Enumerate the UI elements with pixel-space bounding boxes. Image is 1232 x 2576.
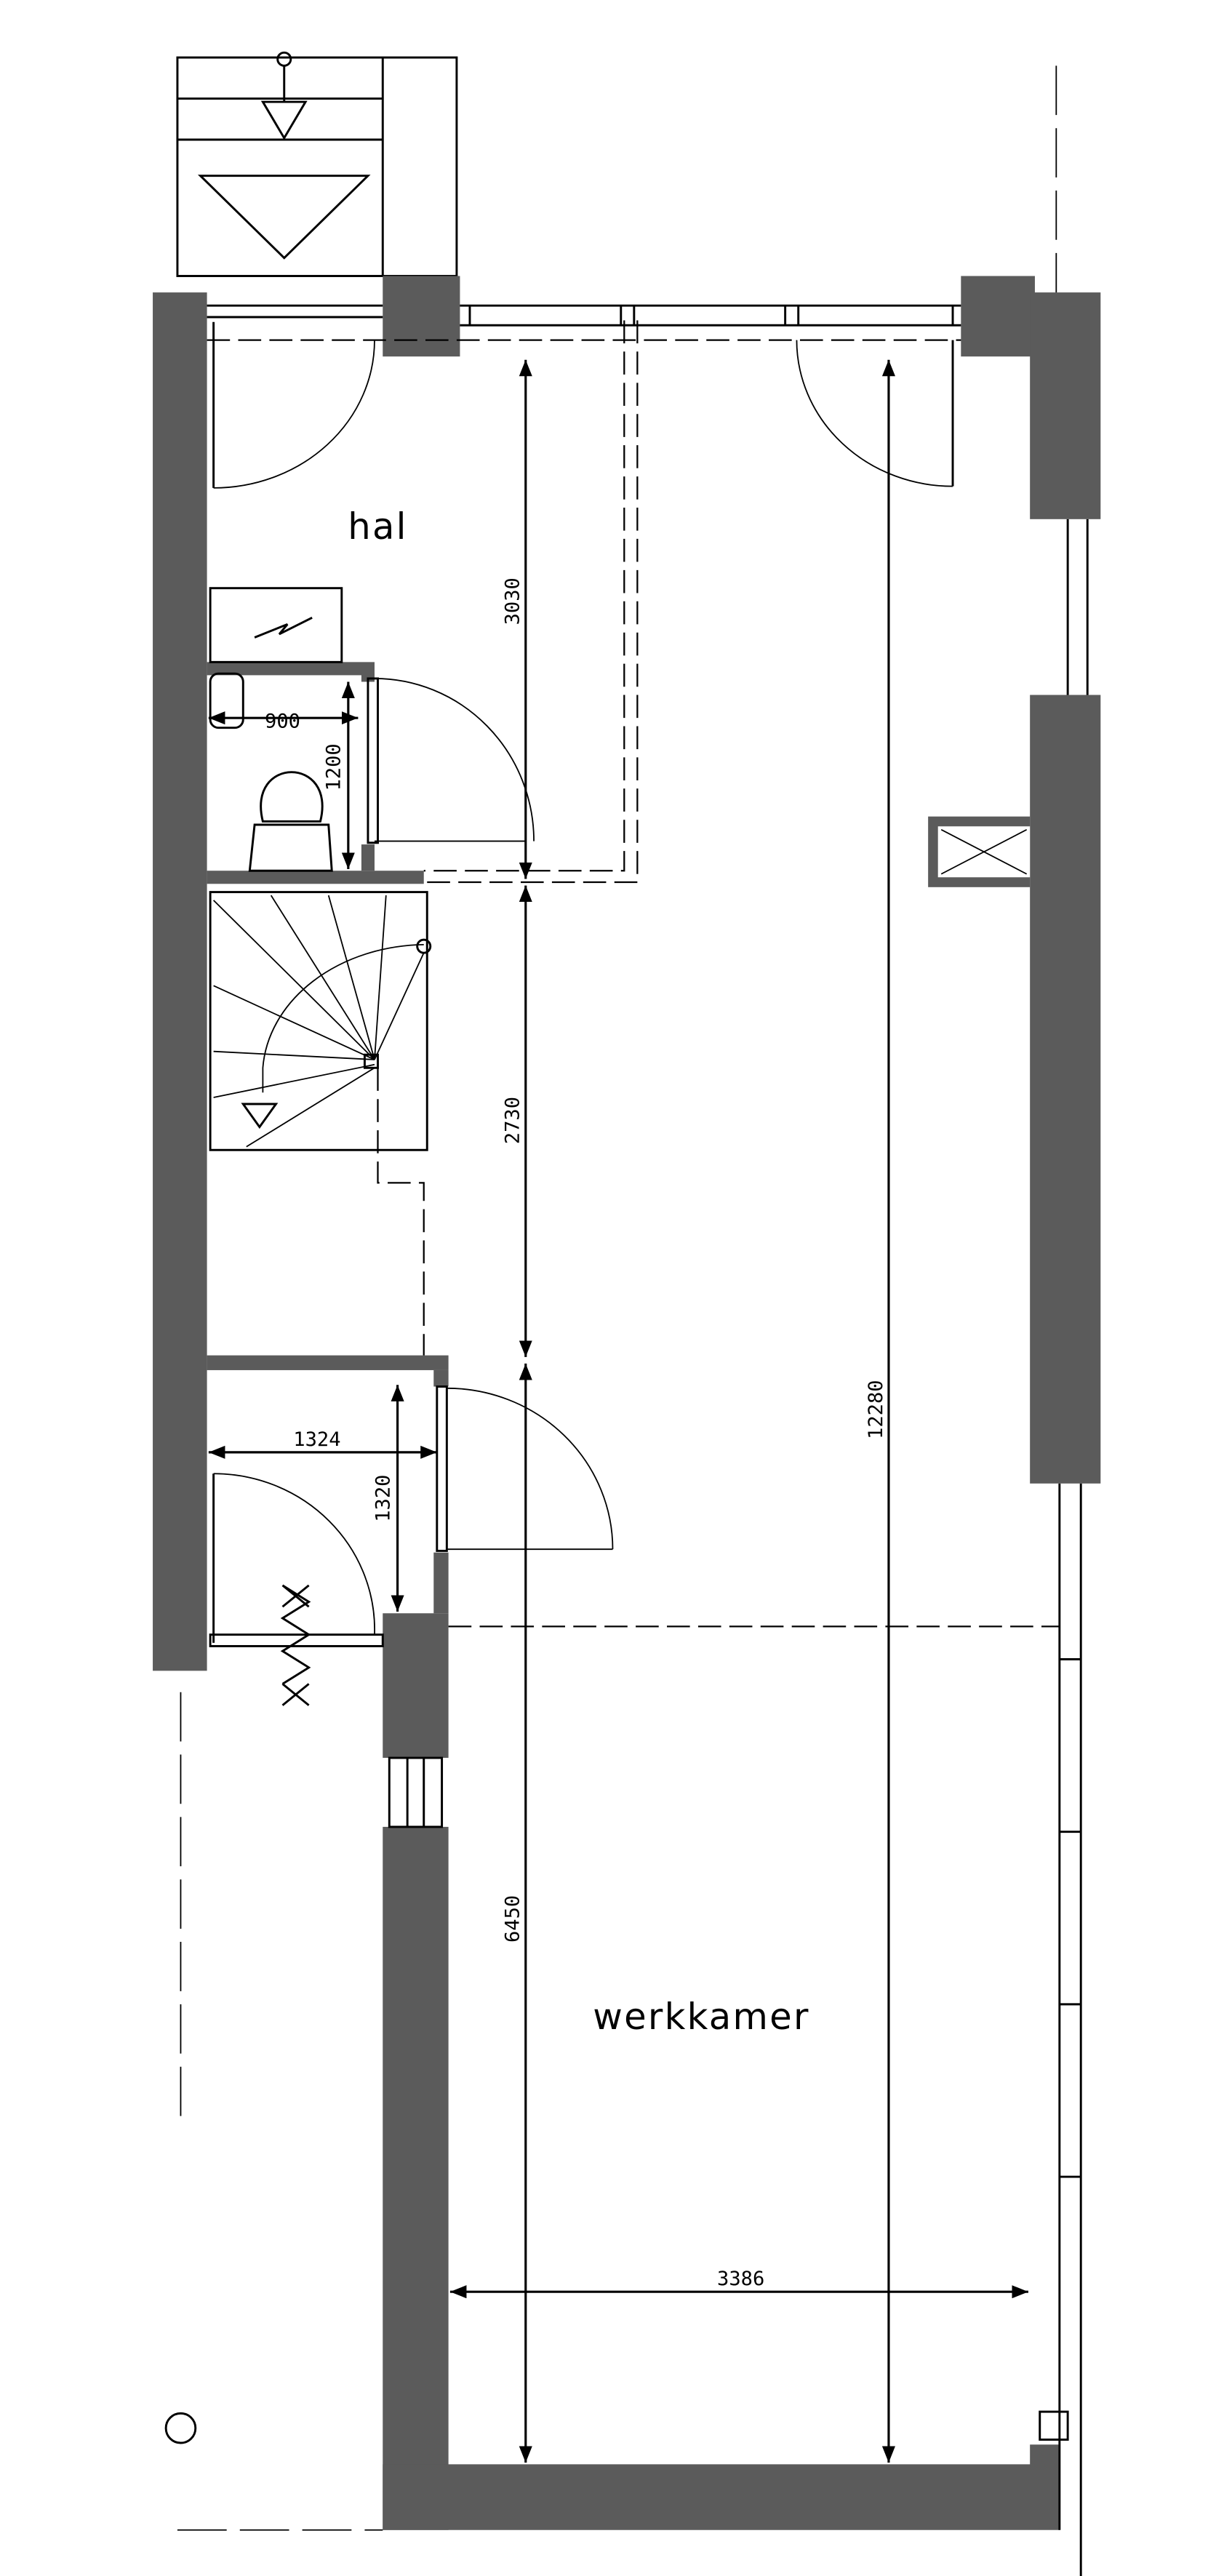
bottom-wall (383, 2464, 1060, 2530)
dim-closet-length: 1320 (372, 1475, 394, 1522)
lamp-symbol (164, 2412, 197, 2444)
meter-cupboard (209, 587, 343, 663)
left-wall (153, 292, 207, 1671)
walls (153, 276, 1101, 2530)
property-line (177, 65, 1057, 2531)
dim-study-width: 3386 (717, 2268, 764, 2290)
dim-hall-length: 3030 (502, 577, 524, 625)
right-wall (1030, 695, 1101, 1484)
vent-cross-icon (940, 828, 1028, 875)
dim-closet-width: 1324 (293, 1428, 340, 1451)
room-label-hall: hal (348, 505, 408, 548)
ceiling-boundary-hall (423, 320, 639, 884)
dim-toilet-width: 900 (265, 711, 300, 733)
toilet-fixtures (209, 672, 333, 872)
room-label-study: werkkamer (593, 1996, 809, 2038)
dim-study-length: 6450 (502, 1895, 524, 1943)
side-windows (388, 519, 1089, 2576)
study-left-wall (383, 1613, 449, 1759)
dim-stair-length: 2730 (502, 1097, 524, 1144)
dimension-lines (208, 359, 1028, 2463)
staircase (209, 891, 432, 1356)
front-door-right (796, 340, 954, 487)
dim-total-length: 12280 (865, 1380, 887, 1439)
toilet-door (367, 677, 535, 844)
entrance-canopy (176, 51, 458, 277)
right-pillar (961, 276, 1035, 357)
dim-toilet-length: 1200 (323, 743, 345, 791)
front-facade (207, 304, 961, 341)
side-door (209, 1473, 384, 1706)
entrance-pillar (383, 276, 460, 357)
front-door-left (212, 321, 375, 489)
drain-symbol (1039, 2410, 1069, 2441)
